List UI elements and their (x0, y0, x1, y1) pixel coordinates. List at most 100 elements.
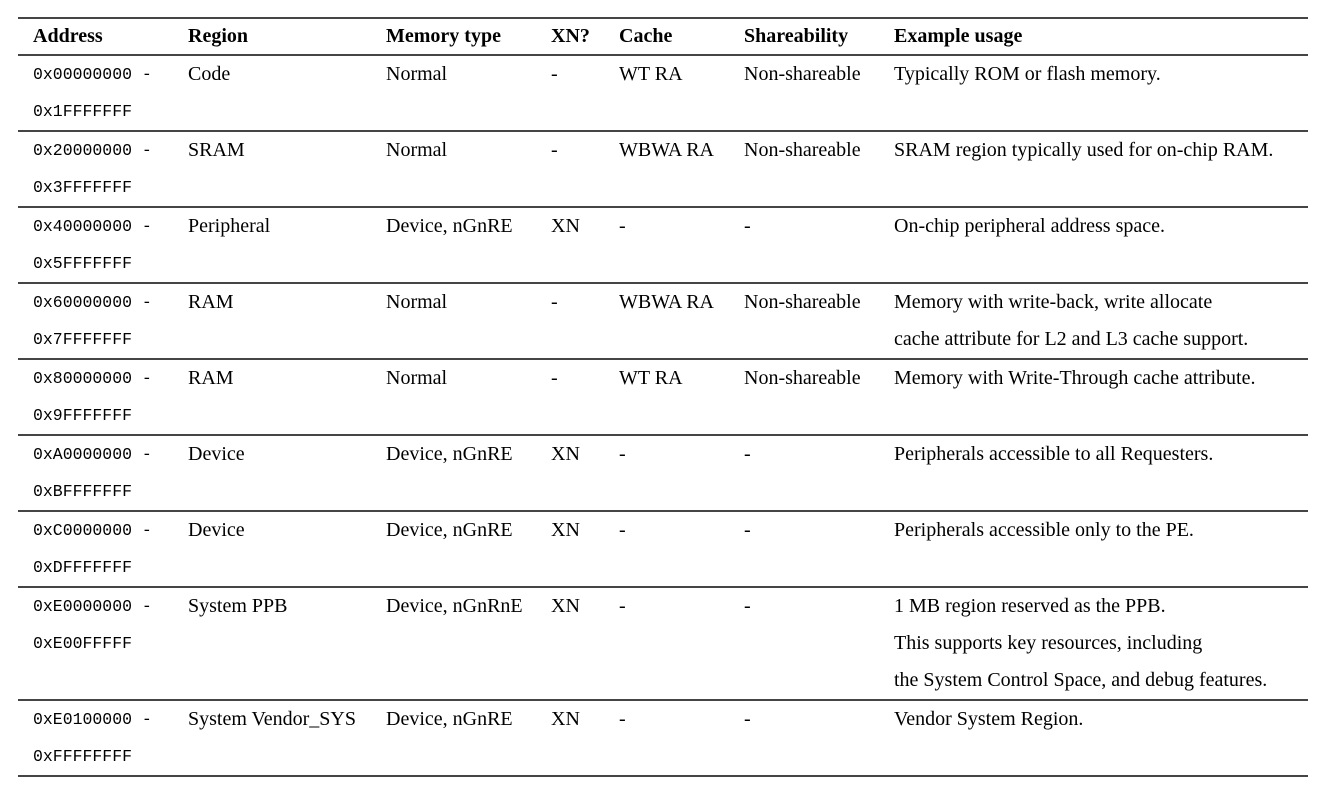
memory-type-cell: Normal (386, 283, 551, 360)
address-start: 0xE0100000 - (33, 710, 152, 729)
col-header-xn: XN? (551, 18, 619, 56)
xn-cell: XN (551, 207, 619, 284)
memory-type-cell: Device, nGnRnE (386, 587, 551, 701)
address-start: 0x20000000 - (33, 141, 152, 160)
table-row-code: 0x00000000 - 0x1FFFFFFF Code Normal - WT… (18, 55, 1308, 132)
address-start: 0x80000000 - (33, 369, 152, 388)
cache-cell: WBWA RA (619, 131, 744, 208)
memory-type-cell: Device, nGnRE (386, 511, 551, 588)
address-cell: 0x00000000 - 0x1FFFFFFF (18, 55, 188, 132)
example-usage-cell: 1 MB region reserved as the PPB. This su… (894, 587, 1308, 701)
xn-cell: - (551, 283, 619, 360)
example-usage-line: Vendor System Region. (894, 708, 1084, 730)
region-cell: System Vendor_SYS (188, 700, 386, 777)
example-usage-line: 1 MB region reserved as the PPB. (894, 595, 1166, 617)
address-end: 0x3FFFFFFF (33, 178, 133, 197)
header-row: Address Region Memory type XN? Cache Sha… (18, 18, 1308, 56)
example-usage-line: the System Control Space, and debug feat… (894, 669, 1268, 691)
cache-cell: WBWA RA (619, 283, 744, 360)
address-cell: 0xE0000000 - 0xE00FFFFF (18, 587, 188, 701)
example-usage-cell: Memory with Write-Through cache attribut… (894, 359, 1308, 436)
example-usage-line: On-chip peripheral address space. (894, 215, 1165, 237)
region-cell: Device (188, 435, 386, 512)
region-cell: RAM (188, 283, 386, 360)
example-usage-line: Peripherals accessible to all Requesters… (894, 443, 1214, 465)
address-start: 0x00000000 - (33, 65, 152, 84)
address-cell: 0xA0000000 - 0xBFFFFFFF (18, 435, 188, 512)
col-header-example-usage: Example usage (894, 18, 1308, 56)
table-row-device-pe: 0xC0000000 - 0xDFFFFFFF Device Device, n… (18, 511, 1308, 588)
example-usage-line: Typically ROM or flash memory. (894, 63, 1161, 85)
address-start: 0xA0000000 - (33, 445, 152, 464)
example-usage-line: Peripherals accessible only to the PE. (894, 519, 1194, 541)
region-cell: Peripheral (188, 207, 386, 284)
region-cell: RAM (188, 359, 386, 436)
cache-cell: - (619, 207, 744, 284)
shareability-cell: - (744, 511, 894, 588)
example-usage-cell: Typically ROM or flash memory. (894, 55, 1308, 132)
cache-cell: - (619, 435, 744, 512)
address-cell: 0x80000000 - 0x9FFFFFFF (18, 359, 188, 436)
example-usage-line: Memory with write-back, write allocate (894, 291, 1213, 313)
table-row-device-all: 0xA0000000 - 0xBFFFFFFF Device Device, n… (18, 435, 1308, 512)
table-row-ram-wt: 0x80000000 - 0x9FFFFFFF RAM Normal - WT … (18, 359, 1308, 436)
example-usage-cell: Vendor System Region. (894, 700, 1308, 777)
shareability-cell: Non-shareable (744, 131, 894, 208)
cache-cell: - (619, 700, 744, 777)
col-header-shareability: Shareability (744, 18, 894, 56)
shareability-cell: Non-shareable (744, 359, 894, 436)
cache-cell: WT RA (619, 55, 744, 132)
address-end: 0x5FFFFFFF (33, 254, 133, 273)
address-start: 0x40000000 - (33, 217, 152, 236)
xn-cell: XN (551, 587, 619, 701)
xn-cell: XN (551, 435, 619, 512)
address-end: 0x9FFFFFFF (33, 406, 133, 425)
address-cell: 0xE0100000 - 0xFFFFFFFF (18, 700, 188, 777)
example-usage-cell: Peripherals accessible to all Requesters… (894, 435, 1308, 512)
address-cell: 0x60000000 - 0x7FFFFFFF (18, 283, 188, 360)
shareability-cell: Non-shareable (744, 55, 894, 132)
address-cell: 0xC0000000 - 0xDFFFFFFF (18, 511, 188, 588)
table-header: Address Region Memory type XN? Cache Sha… (18, 18, 1308, 56)
region-cell: SRAM (188, 131, 386, 208)
col-header-address: Address (18, 18, 188, 56)
memory-type-cell: Device, nGnRE (386, 700, 551, 777)
example-usage-cell: On-chip peripheral address space. (894, 207, 1308, 284)
address-end: 0x1FFFFFFF (33, 102, 133, 121)
address-start: 0xE0000000 - (33, 597, 152, 616)
memory-type-cell: Normal (386, 131, 551, 208)
cache-cell: - (619, 587, 744, 701)
address-end: 0xDFFFFFFF (33, 558, 133, 577)
region-cell: Device (188, 511, 386, 588)
example-usage-line: This supports key resources, including (894, 632, 1203, 654)
memory-type-cell: Device, nGnRE (386, 207, 551, 284)
xn-cell: - (551, 55, 619, 132)
example-usage-line: cache attribute for L2 and L3 cache supp… (894, 328, 1249, 350)
example-usage-line: SRAM region typically used for on-chip R… (894, 139, 1274, 161)
address-cell: 0x40000000 - 0x5FFFFFFF (18, 207, 188, 284)
memory-map-table: Address Region Memory type XN? Cache Sha… (18, 17, 1308, 777)
memory-type-cell: Device, nGnRE (386, 435, 551, 512)
table-row-sram: 0x20000000 - 0x3FFFFFFF SRAM Normal - WB… (18, 131, 1308, 208)
address-start: 0xC0000000 - (33, 521, 152, 540)
address-end: 0xBFFFFFFF (33, 482, 133, 501)
cache-cell: - (619, 511, 744, 588)
table-row-peripheral: 0x40000000 - 0x5FFFFFFF Peripheral Devic… (18, 207, 1308, 284)
table-body: 0x00000000 - 0x1FFFFFFF Code Normal - WT… (18, 55, 1308, 777)
example-usage-line: Memory with Write-Through cache attribut… (894, 367, 1256, 389)
shareability-cell: Non-shareable (744, 283, 894, 360)
shareability-cell: - (744, 207, 894, 284)
shareability-cell: - (744, 700, 894, 777)
xn-cell: XN (551, 700, 619, 777)
memory-type-cell: Normal (386, 55, 551, 132)
region-cell: System PPB (188, 587, 386, 701)
example-usage-cell: Peripherals accessible only to the PE. (894, 511, 1308, 588)
example-usage-cell: SRAM region typically used for on-chip R… (894, 131, 1308, 208)
col-header-memory-type: Memory type (386, 18, 551, 56)
xn-cell: - (551, 359, 619, 436)
example-usage-cell: Memory with write-back, write allocate c… (894, 283, 1308, 360)
address-end: 0xE00FFFFF (33, 634, 133, 653)
col-header-region: Region (188, 18, 386, 56)
table-row-ram-wbwa: 0x60000000 - 0x7FFFFFFF RAM Normal - WBW… (18, 283, 1308, 360)
